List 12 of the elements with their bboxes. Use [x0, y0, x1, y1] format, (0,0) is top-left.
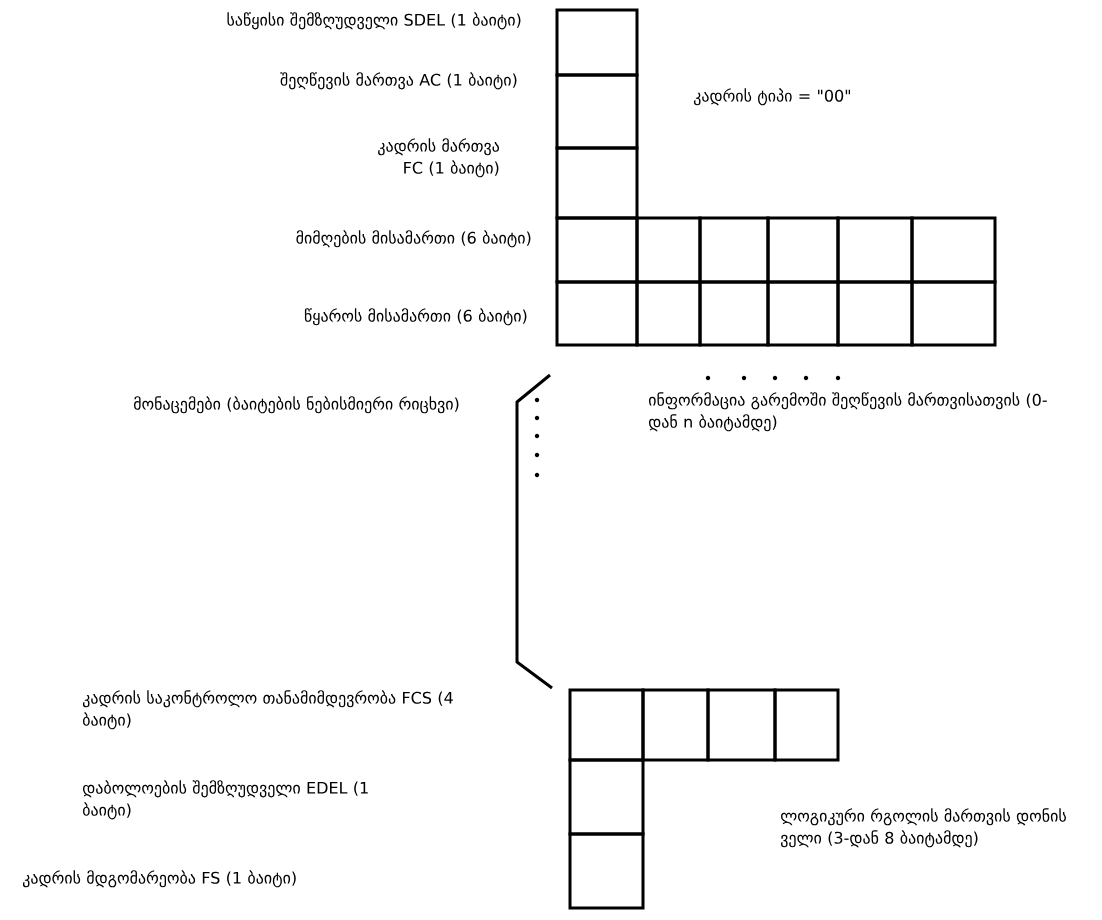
label-text: კადრის საკონტროლო თანამიმდევრობა FCS (4 ბაიტი): [82, 690, 453, 730]
label-text: მიმღების მისამართი (6 ბაიტი): [296, 230, 531, 248]
label-text: ლოგიკური რგოლის მართვის დონის ველი (3-დან 8 ბაიტამდე): [781, 808, 1066, 848]
label-text: კადრის ტიპი = "00": [693, 88, 851, 106]
label-text: ინფორმაცია გარემოში შეღწევის მართვისათვის (0-დან n ბაიტამდე): [649, 392, 1047, 432]
label-text: კადრის მდგომარეობა FS (1 ბაიტი): [22, 870, 296, 888]
label-text: დაბოლოების შემზღუდველი EDEL (1 ბაიტი): [83, 780, 368, 820]
label-text: საწყისი შემზღუდველი SDEL (1 ბაიტი): [227, 12, 521, 30]
label-text: მონაცემები (ბაიტების ნებისმიერი რიცხვი): [134, 396, 459, 414]
label-text: კადრის მართვა FC (1 ბაიტი): [378, 138, 499, 178]
label-text: წყაროს მისამართი (6 ბაიტი): [304, 308, 527, 326]
label-text: შეღწევის მართვა AC (1 ბაიტი): [280, 72, 517, 90]
